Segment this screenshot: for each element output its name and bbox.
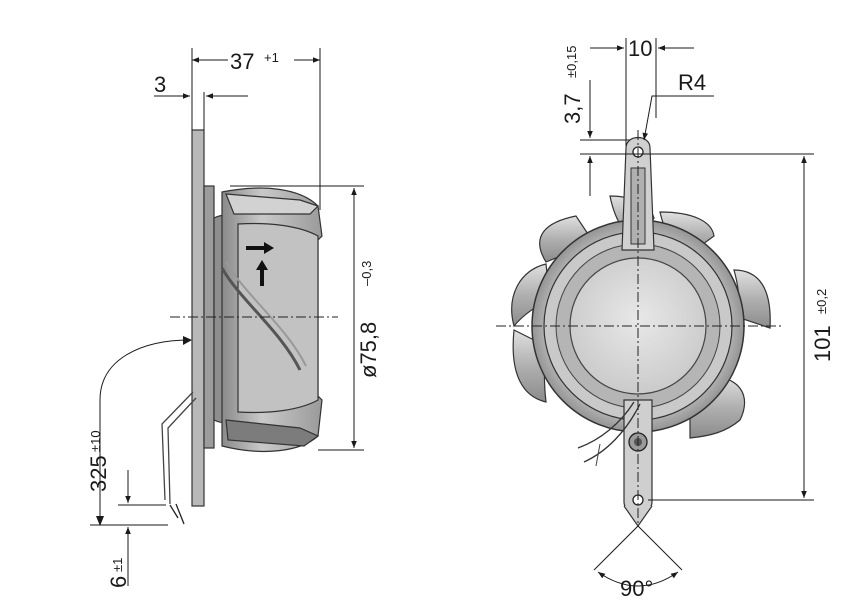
front-cable: [577, 401, 635, 449]
side-cable: [220, 267, 302, 371]
depth-label: 37: [230, 49, 254, 74]
hole-spacing-label: 101: [810, 325, 835, 362]
side-cable-2: [225, 261, 307, 367]
side-dimensions: 37 +1 3 ø75,8 –0,3 325 ±10 6 ±1: [86, 48, 381, 588]
depth-tolerance: +1: [264, 50, 279, 65]
flow-direction-icon: [246, 242, 274, 286]
hole-offset-label: 3,7: [560, 93, 585, 124]
front-dimensions: 10 R4 3,7 ±0,15 101 ±0,2 90°: [560, 36, 835, 601]
front-view: [496, 130, 782, 528]
lead-wires: [161, 391, 194, 501]
strip-length-label: 6: [106, 576, 131, 588]
cable-length-label: 325: [86, 455, 111, 492]
hole-spacing-tolerance: ±0,2: [814, 289, 829, 314]
mount-width-label: 10: [628, 36, 652, 61]
radius-label: R4: [678, 70, 706, 95]
angle-label: 90°: [620, 576, 653, 601]
diameter-tolerance: –0,3: [359, 261, 374, 286]
strip-length-tolerance: ±1: [110, 558, 125, 572]
impeller-band: [237, 222, 319, 414]
thickness-label: 3: [154, 72, 166, 97]
blade-top: [225, 193, 320, 215]
diameter-label: ø75,8: [356, 322, 381, 378]
blade-bottom: [225, 419, 320, 447]
cable-length-tolerance: ±10: [88, 430, 103, 452]
hole-offset-tolerance: ±0,15: [564, 46, 579, 78]
mounting-flange: [191, 129, 205, 507]
side-view: [161, 129, 338, 525]
